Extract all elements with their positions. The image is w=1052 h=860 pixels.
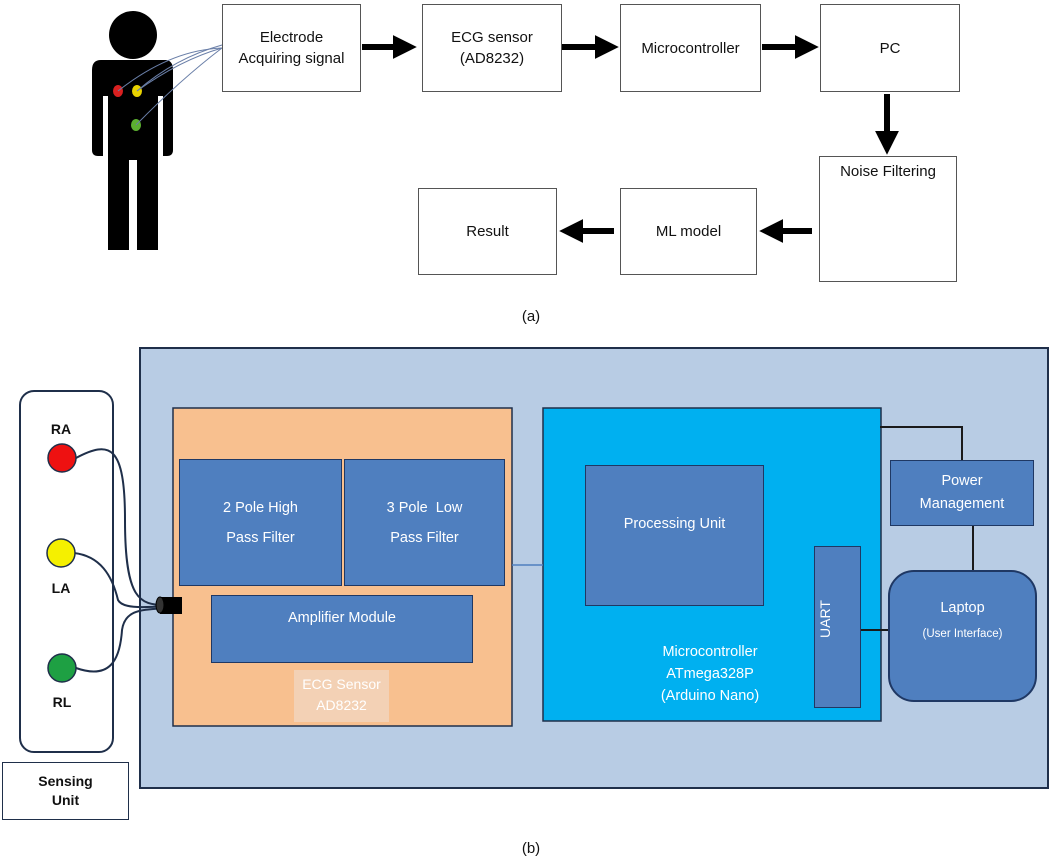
high-pass-filter-block: 2 Pole High Pass Filter (179, 459, 342, 586)
laptop-line1: Laptop (940, 600, 985, 616)
connector-jack-icon (155, 596, 182, 614)
mcu-line1: Microcontroller (662, 644, 758, 660)
rl-label: RL (52, 694, 72, 710)
rl-electrode (47, 653, 77, 683)
low-pass-line2: Pass Filter (390, 529, 459, 546)
caption-a: (a) (521, 308, 541, 325)
microcontroller-box: Microcontroller (620, 4, 761, 92)
power-wires (880, 426, 974, 570)
sensing-unit-line1: Sensing (38, 773, 93, 789)
uart-block: UART (814, 546, 861, 708)
low-pass-filter-block: 3 Pole Low Pass Filter (344, 459, 505, 586)
noise-filtering-box: Noise Filtering (819, 156, 957, 282)
electrode-leads (117, 44, 223, 126)
sensing-unit-line2: Unit (51, 792, 80, 808)
sensing-unit-panel (19, 390, 114, 753)
ecg-sensor-box: ECG sensor (AD8232) (422, 4, 562, 92)
ecg-sensor-line2: AD8232 (316, 697, 367, 713)
pc-box: PC (820, 4, 960, 92)
ecg-line2: (AD8232) (459, 50, 525, 67)
ra-electrode (47, 443, 77, 473)
high-pass-line1: 2 Pole High (223, 499, 298, 516)
pc-label: PC (879, 39, 901, 57)
ml-model-label: ML model (655, 223, 722, 240)
electrode-line1: Electrode (259, 29, 324, 46)
result-label: Result (466, 223, 509, 240)
amplifier-label: Amplifier Module (288, 610, 396, 626)
ecg-line1: ECG sensor (451, 29, 533, 46)
ecg-label-bg (294, 670, 389, 722)
mcu-line2: ATmega328P (666, 666, 754, 682)
mcu-line3: (Arduino Nano) (660, 688, 760, 704)
la-label: LA (51, 580, 71, 596)
noise-filtering-label: Noise Filtering (840, 163, 936, 180)
processing-unit-block: Processing Unit (585, 465, 764, 606)
power-management-block: Power Management (890, 460, 1034, 526)
sensing-unit-label-box: Sensing Unit (2, 762, 129, 820)
sensing-leads (73, 448, 166, 673)
low-pass-line1: 3 Pole Low (386, 499, 463, 516)
human-silhouette-icon (92, 11, 173, 250)
power-line1: Power (941, 473, 983, 489)
caption-b: (b) (521, 840, 541, 857)
laptop-block: Laptop (User Interface) (888, 570, 1037, 702)
electrode-acquiring-box: Electrode Acquiring signal (222, 4, 361, 92)
microcontroller-label: Microcontroller ATmega328P (Arduino Nano… (620, 641, 800, 707)
ml-model-box: ML model (620, 188, 757, 275)
microcontroller-label: Microcontroller (641, 39, 740, 57)
ecg-sensor-line1: ECG Sensor (302, 676, 381, 692)
ecg-sensor-label: ECG Sensor AD8232 (294, 674, 389, 716)
amplifier-module-block: Amplifier Module (211, 595, 473, 663)
power-line2: Management (919, 496, 1005, 512)
high-pass-line2: Pass Filter (226, 529, 295, 546)
processing-unit-label: Processing Unit (623, 516, 726, 532)
electrode-line2: Acquiring signal (238, 50, 345, 67)
la-electrode (46, 538, 76, 568)
uart-label: UART (817, 600, 833, 638)
result-box: Result (418, 188, 557, 275)
ra-label: RA (50, 421, 72, 437)
laptop-line2: (User Interface) (922, 628, 1003, 640)
flow-arrows (362, 35, 899, 243)
